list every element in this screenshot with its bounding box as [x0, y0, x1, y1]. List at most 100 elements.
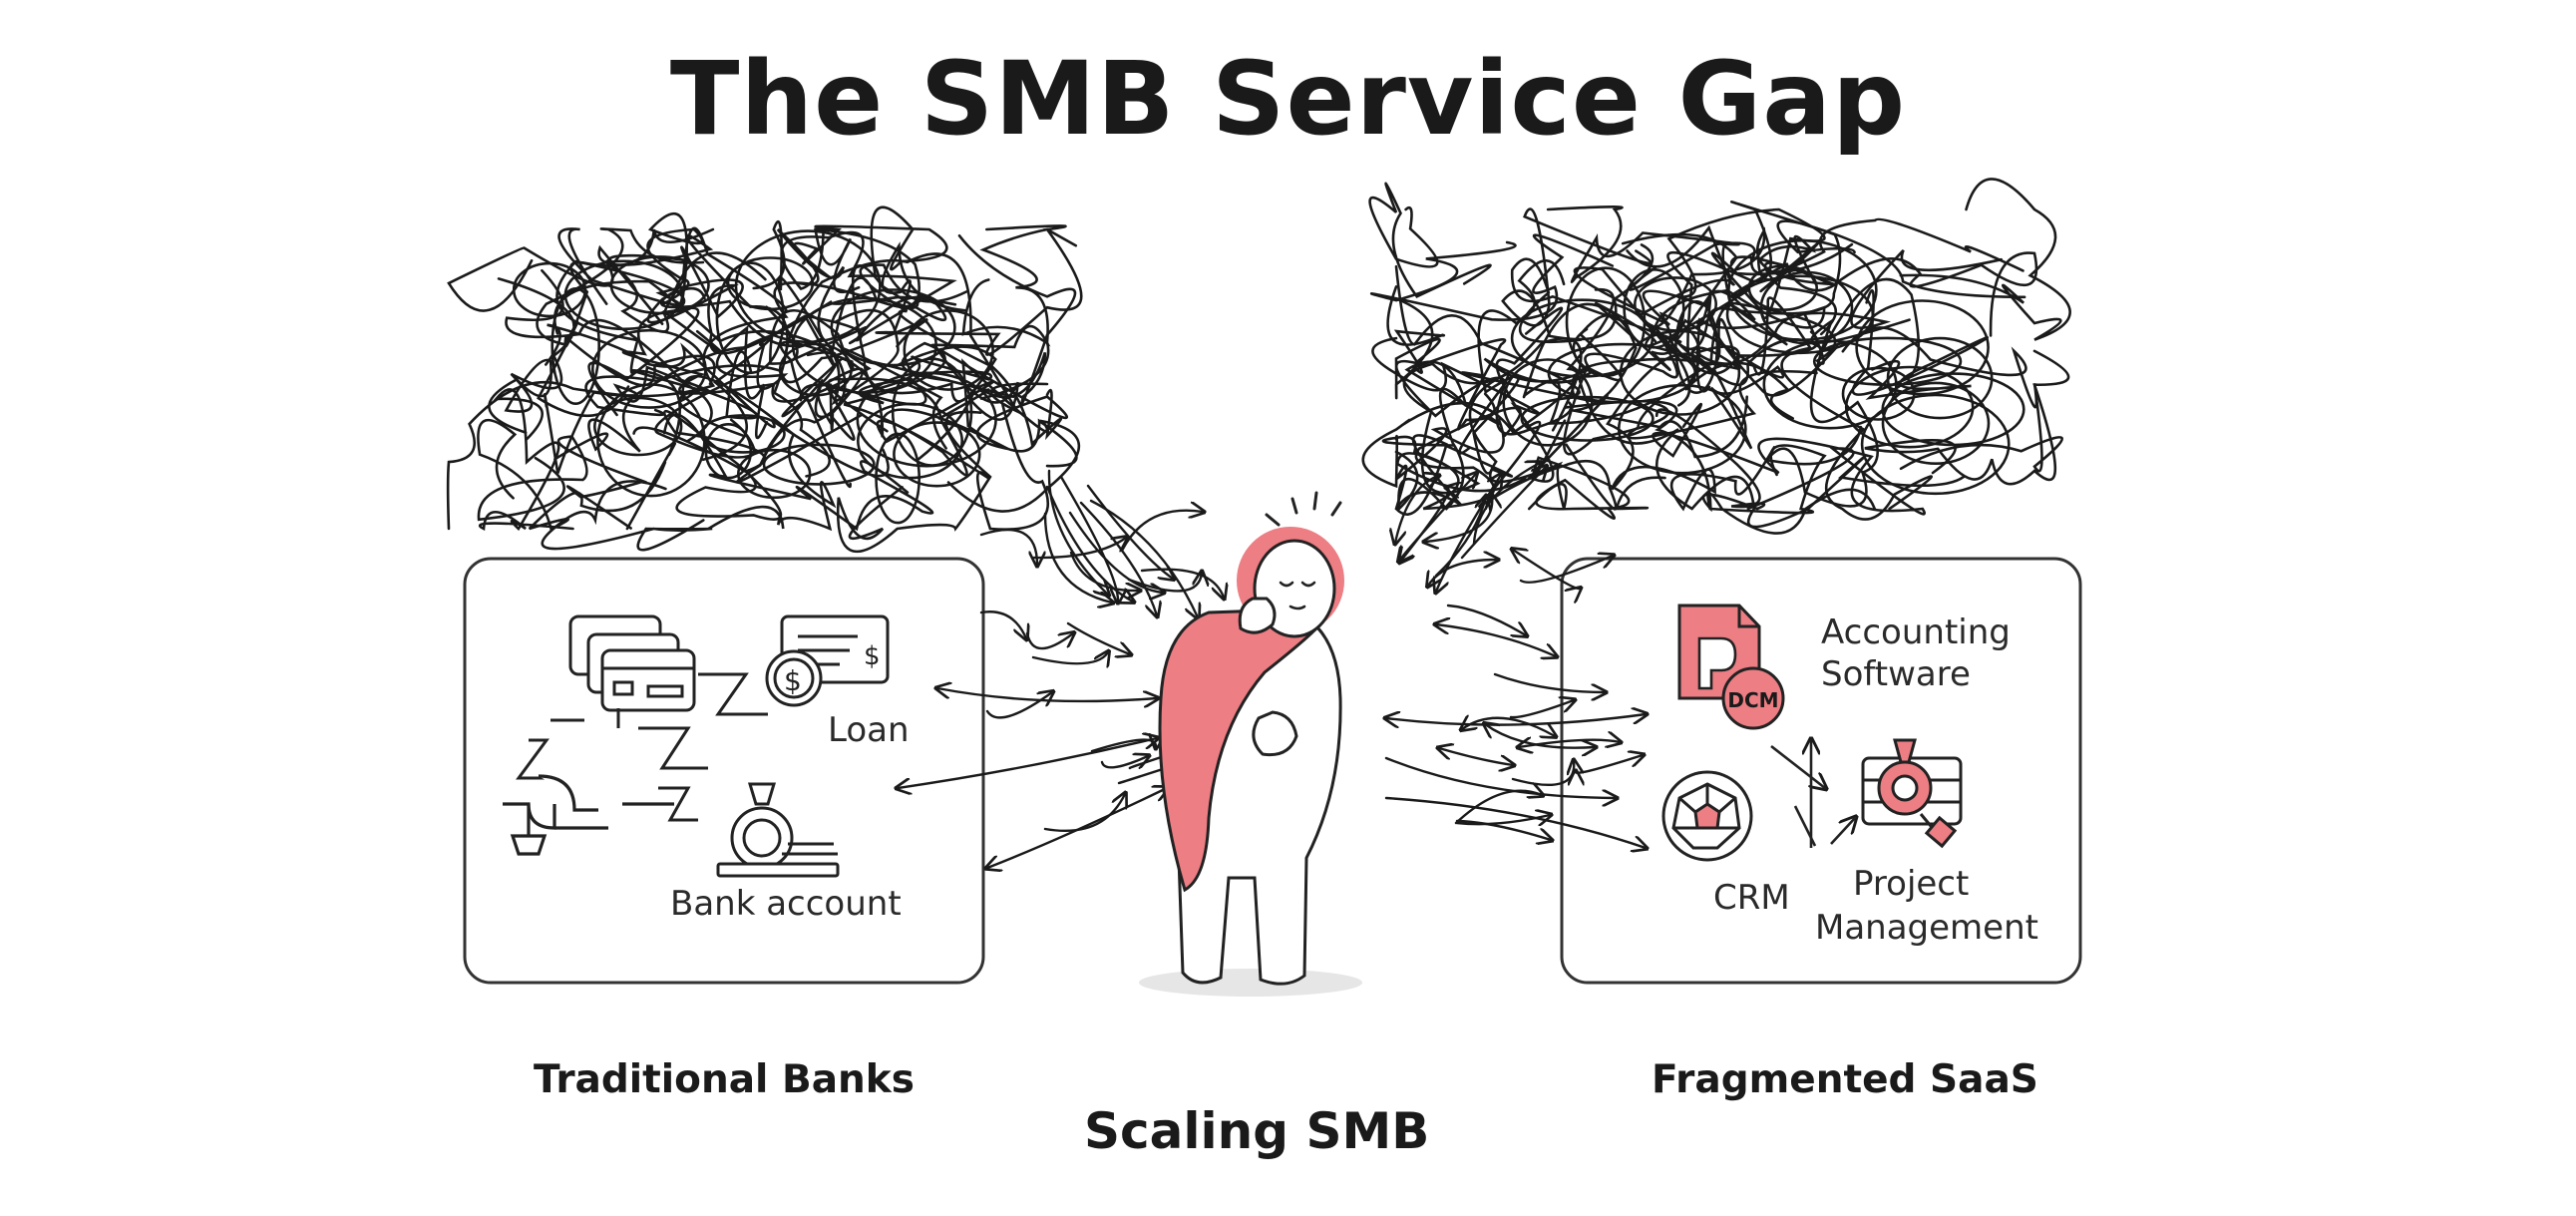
person-shadow	[1139, 969, 1362, 997]
flow-arrow	[1384, 796, 1646, 848]
flow-arrow	[1399, 474, 1476, 561]
flow-arrow	[1460, 467, 1546, 560]
scribble-loop	[734, 229, 882, 344]
flow-arrow	[898, 738, 1157, 788]
flow-arrow	[1079, 501, 1157, 615]
loan-label: Loan	[828, 710, 910, 750]
flow-arrow	[1454, 791, 1542, 825]
scribble-stroke	[1621, 232, 1785, 450]
flow-arrow	[1086, 484, 1173, 579]
scribble-stroke	[584, 317, 928, 417]
flow-arrow	[1068, 511, 1163, 593]
flow-arrow	[979, 610, 1026, 638]
flow-arrow	[1576, 755, 1643, 773]
scribble-stroke	[1371, 336, 1609, 483]
scribble-stroke	[621, 308, 947, 450]
scribble-stroke	[1546, 205, 1740, 307]
flow-arrow	[1100, 756, 1148, 767]
scribble-loop	[563, 259, 684, 331]
flow-arrow	[1090, 740, 1156, 753]
scribble-stroke	[1628, 217, 2024, 291]
flow-arrow	[985, 692, 1052, 719]
scribble-stroke	[876, 380, 1049, 531]
scaling-smb-caption: Scaling SMB	[1084, 1102, 1430, 1160]
scribble-loop	[1547, 342, 1697, 404]
flow-arrow	[1047, 469, 1108, 595]
scribble-stroke	[781, 349, 1068, 489]
scribble-stroke	[1368, 182, 1492, 298]
scribble-stroke	[1563, 400, 1766, 513]
scribble-loop	[715, 261, 785, 375]
scribble-stroke	[1841, 326, 2064, 473]
crm-gem-icon	[1661, 770, 1753, 862]
flow-arrow	[987, 788, 1167, 868]
scribble-stroke	[1899, 178, 2071, 341]
scribble-loop	[1881, 381, 1991, 465]
scribble-stroke	[1666, 201, 2026, 357]
scribble-loop	[791, 296, 938, 394]
flow-arrow	[1509, 700, 1574, 719]
scribble-loop	[700, 414, 786, 454]
scribble-loop	[856, 402, 963, 480]
scribble-loop	[512, 261, 587, 318]
flow-arrow	[1513, 550, 1580, 589]
scribble-stroke	[1531, 419, 1666, 520]
scribble-loop	[1747, 264, 1819, 312]
project-label: Project	[1853, 864, 1970, 904]
scribble-loop	[551, 286, 601, 405]
scribble-loop	[1520, 395, 1655, 442]
flow-arrow	[1455, 815, 1550, 824]
scribble-stroke	[1394, 297, 1508, 455]
scribble-stroke	[632, 409, 783, 521]
scribble-stroke	[681, 374, 837, 532]
coin-dollar-icon: $	[765, 649, 823, 707]
scribble-loop	[1674, 299, 1719, 394]
scribble-stroke	[1386, 285, 1507, 431]
scribble-loop	[875, 432, 921, 525]
fragmented-saas-panel	[1560, 557, 2082, 985]
scribble-stroke	[937, 234, 1077, 420]
zigzag-lines	[516, 672, 768, 822]
scribble-stroke	[477, 418, 667, 531]
scribble-stroke	[875, 227, 1083, 356]
connector-lines	[1770, 740, 1855, 848]
software-label: Software	[1821, 654, 1971, 694]
flow-arrow	[1493, 672, 1605, 692]
scribble-stroke	[1369, 233, 1615, 321]
scribble-stroke	[543, 281, 920, 474]
flow-arrow	[1045, 485, 1133, 602]
scribble-loop	[1623, 267, 1685, 349]
scribble-loop	[762, 443, 876, 486]
flow-arrow	[979, 528, 1037, 565]
flow-arrow	[1043, 512, 1112, 603]
person-face	[1279, 581, 1316, 610]
bank-account-label: Bank account	[670, 884, 902, 924]
scribble-stroke	[1569, 313, 1748, 459]
management-label: Management	[1815, 908, 2038, 948]
scribble-stroke	[541, 480, 713, 552]
scribble-loop	[1565, 266, 1647, 378]
scribble-stroke	[1510, 257, 1819, 375]
scribble-loop	[778, 342, 853, 397]
money-bag-icon	[716, 782, 840, 878]
scribble-loop	[1617, 383, 1747, 475]
accounting-label: Accounting	[1821, 612, 2011, 652]
scribble-stroke	[1763, 251, 2038, 337]
scribble-stroke	[1652, 402, 1926, 516]
svg-text:$: $	[784, 664, 802, 697]
scribble-stroke	[536, 227, 705, 418]
scribble-loop	[1844, 365, 1975, 449]
scribble-loop	[592, 396, 683, 457]
scribble-stroke	[1606, 352, 1776, 512]
scribble-stroke	[1578, 377, 1966, 529]
scribble-loop	[1762, 339, 1898, 430]
scribble-loop	[1727, 238, 1878, 342]
flow-arrow	[1031, 652, 1108, 663]
svg-text:$: $	[864, 641, 881, 671]
scribble-loop	[893, 421, 981, 488]
scribble-stroke	[793, 205, 948, 280]
scribble-loop	[591, 328, 707, 409]
flow-arrow	[1434, 497, 1486, 578]
